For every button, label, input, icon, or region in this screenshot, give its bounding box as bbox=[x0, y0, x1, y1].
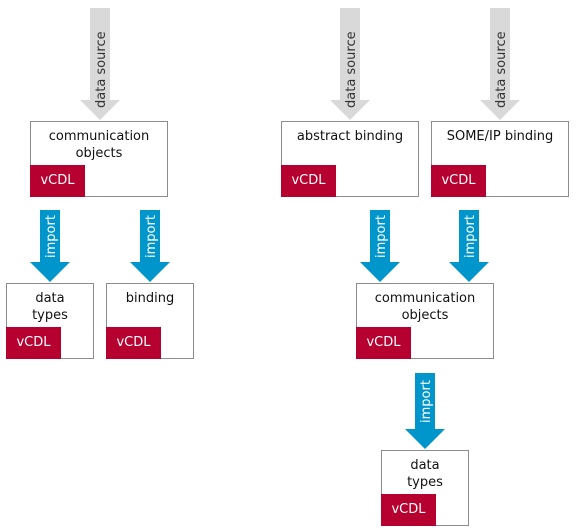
someip-binding-label: SOME/IP binding bbox=[446, 129, 554, 144]
abstract-binding-box: abstract binding vCDL bbox=[281, 121, 419, 197]
import-arrow-shape bbox=[449, 210, 489, 282]
vcdl-tag: vCDL bbox=[431, 165, 486, 197]
data-types-box: data types vCDL bbox=[381, 450, 469, 526]
import-arrow: import bbox=[405, 373, 445, 449]
vcdl-tag: vCDL bbox=[106, 327, 161, 359]
import-arrow-shape bbox=[30, 210, 70, 282]
import-label: import bbox=[44, 215, 59, 258]
communication-objects-box: communication objects vCDL bbox=[30, 121, 168, 197]
data-source-arrow-shape bbox=[330, 8, 370, 120]
someip-binding-box: SOME/IP binding vCDL bbox=[431, 121, 569, 197]
import-arrow: import bbox=[130, 210, 170, 282]
import-label: import bbox=[419, 380, 434, 423]
binding-box: binding vCDL bbox=[106, 283, 194, 359]
data-types-label: data types bbox=[32, 291, 68, 323]
import-arrow-shape bbox=[405, 373, 445, 449]
import-label: import bbox=[144, 215, 159, 258]
import-arrow: import bbox=[30, 210, 70, 282]
import-label: import bbox=[463, 215, 478, 258]
import-label: import bbox=[374, 215, 389, 258]
communication-objects-label: communication objects bbox=[48, 129, 150, 161]
vcdl-tag: vCDL bbox=[30, 165, 85, 197]
abstract-binding-label: abstract binding bbox=[296, 129, 404, 144]
vcdl-tag: vCDL bbox=[356, 327, 411, 359]
communication-objects-box: communication objects vCDL bbox=[356, 283, 494, 359]
import-arrow: import bbox=[360, 210, 400, 282]
data-source-arrow-shape bbox=[480, 8, 520, 120]
data-source-arrow: data source bbox=[80, 8, 120, 120]
data-source-arrow: data source bbox=[480, 8, 520, 120]
import-arrow-shape bbox=[360, 210, 400, 282]
data-source-arrow: data source bbox=[330, 8, 370, 120]
data-types-box: data types vCDL bbox=[6, 283, 94, 359]
data-source-label: data source bbox=[494, 31, 509, 108]
import-arrow-shape bbox=[130, 210, 170, 282]
vcdl-tag: vCDL bbox=[381, 494, 436, 526]
vcdl-tag: vCDL bbox=[6, 327, 61, 359]
communication-objects-label: communication objects bbox=[374, 291, 476, 323]
data-source-arrow-shape bbox=[80, 8, 120, 120]
data-types-label: data types bbox=[407, 458, 443, 490]
binding-label: binding bbox=[125, 291, 175, 306]
data-source-label: data source bbox=[94, 31, 109, 108]
data-source-label: data source bbox=[344, 31, 359, 108]
import-arrow: import bbox=[449, 210, 489, 282]
vcdl-tag: vCDL bbox=[281, 165, 336, 197]
